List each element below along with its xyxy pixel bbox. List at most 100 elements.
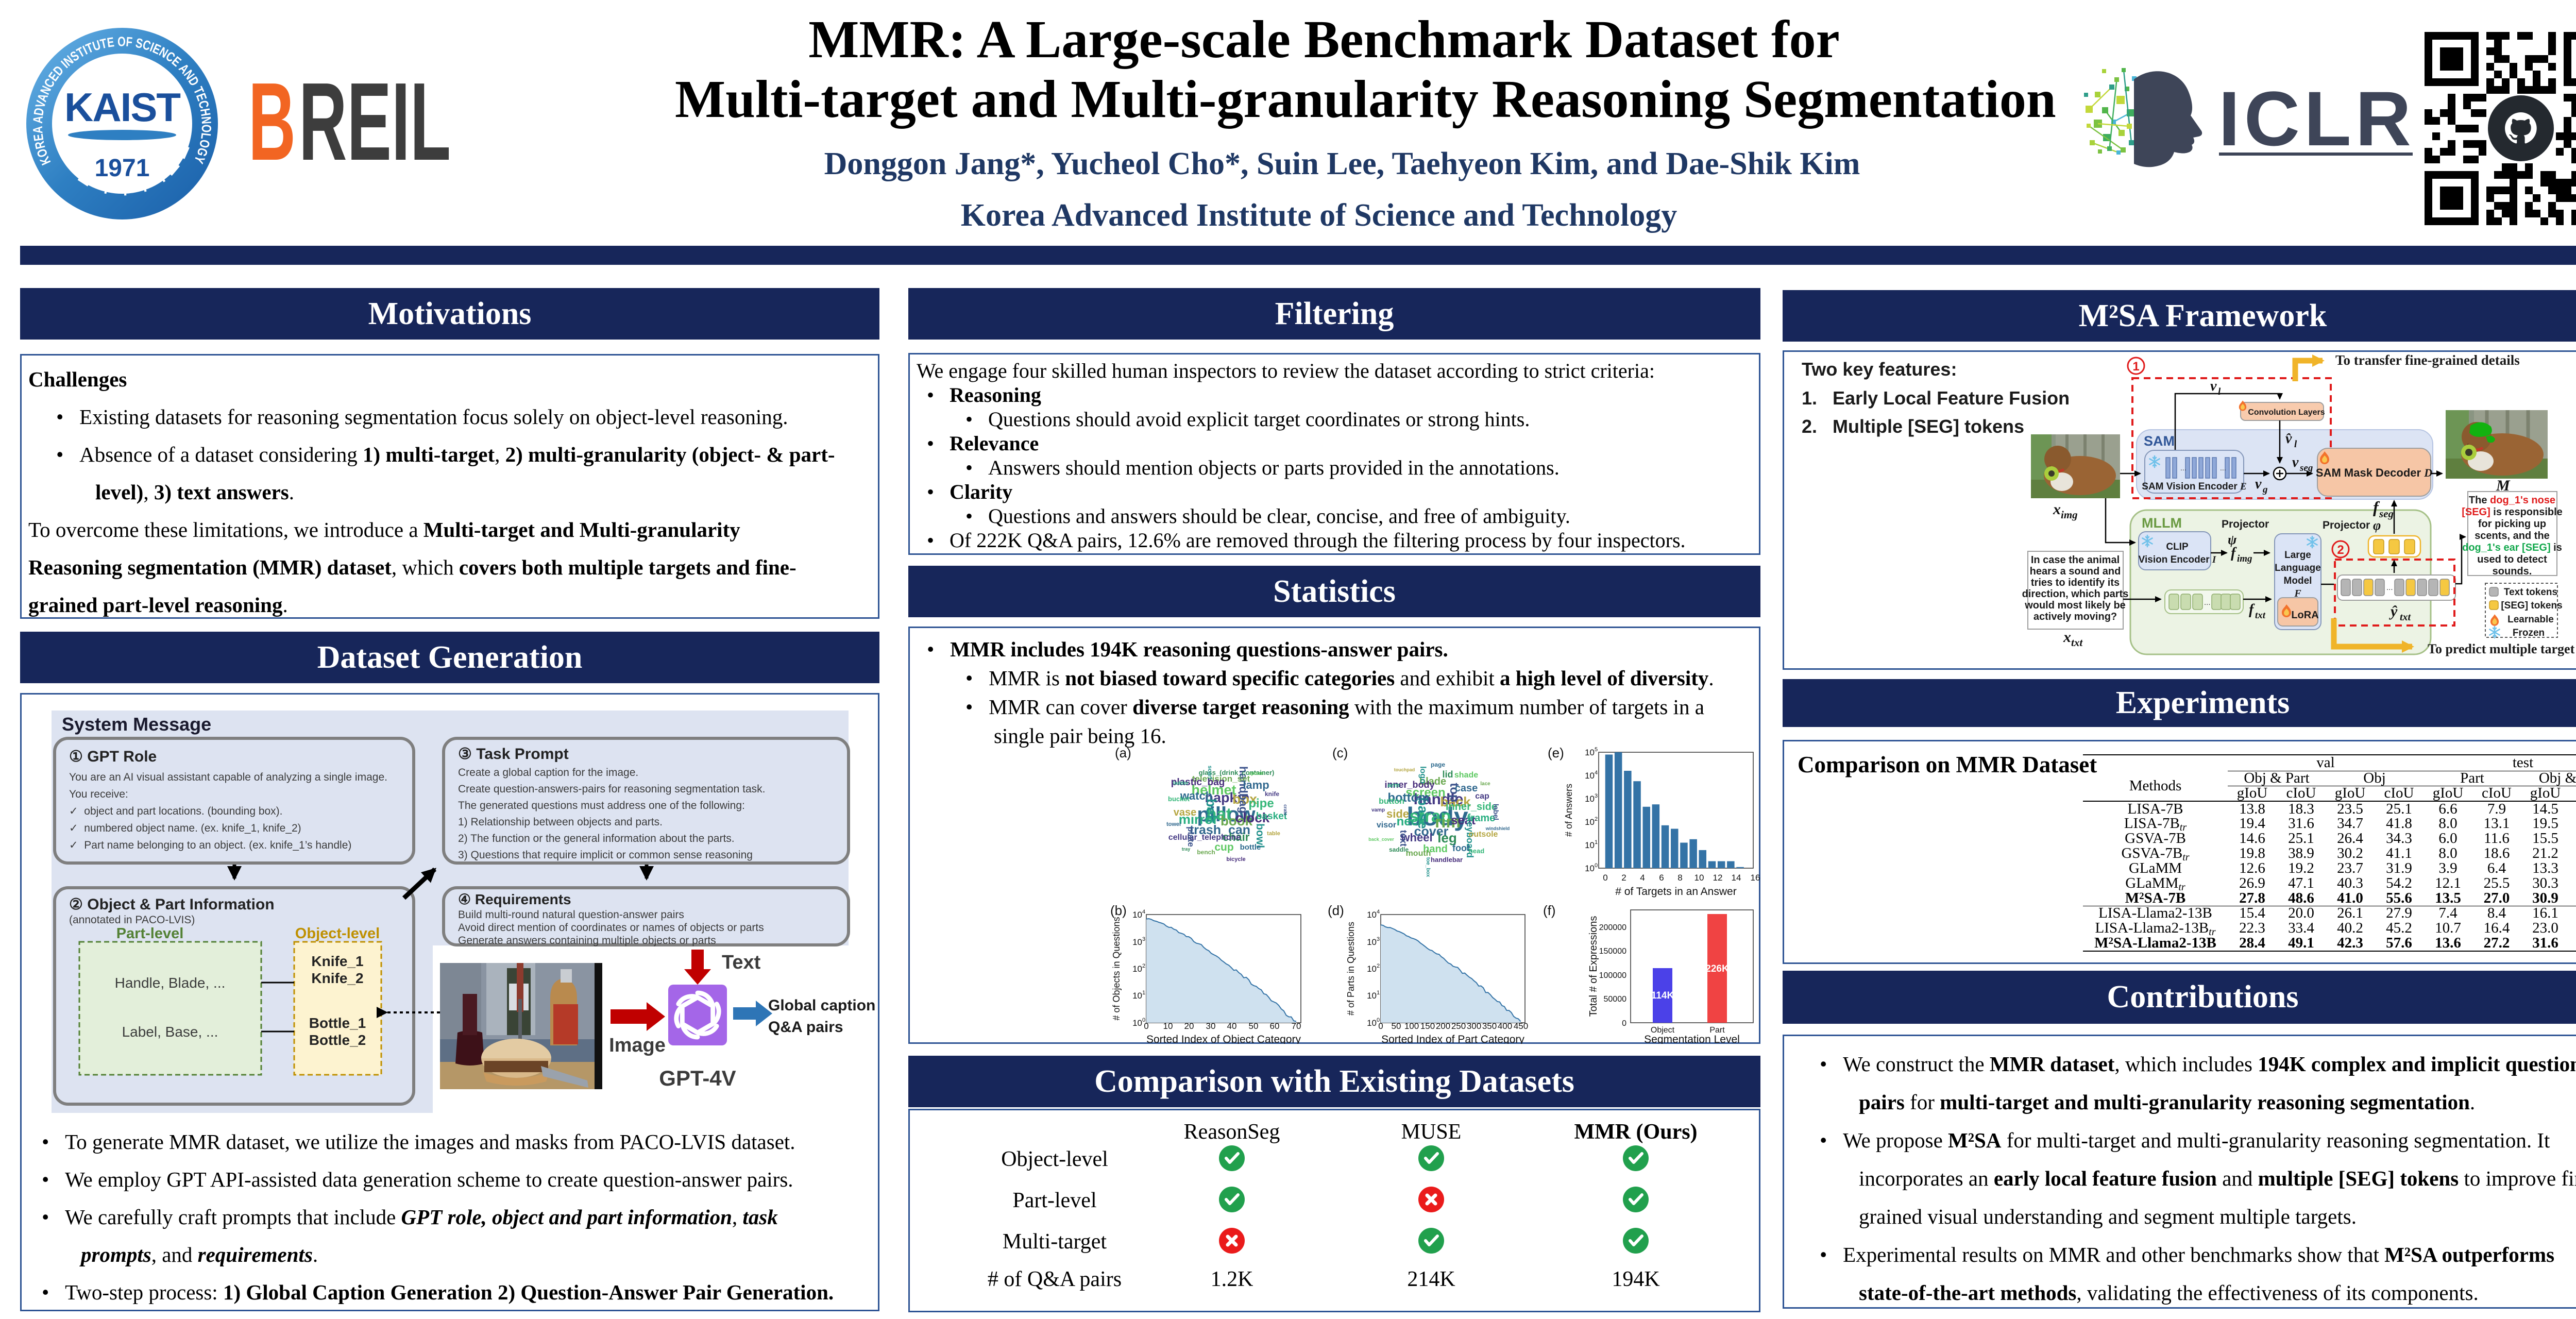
svg-text:f: f <box>2373 498 2380 516</box>
svg-text:114K: 114K <box>1651 990 1674 1001</box>
svg-text:cap: cap <box>1475 792 1489 801</box>
svg-text:50: 50 <box>1249 1021 1259 1031</box>
svg-text:helmet: helmet <box>1191 782 1236 798</box>
svg-text:hears a sound and: hears a sound and <box>2030 566 2121 577</box>
svg-text:ReasonSeg: ReasonSeg <box>1184 1120 1280 1144</box>
svg-text:(annotated in PACO-LVIS): (annotated in PACO-LVIS) <box>69 914 195 926</box>
svg-text:cup: cup <box>1214 841 1233 853</box>
svg-text:box: box <box>1232 791 1257 807</box>
svg-text:1) Relationship between object: 1) Relationship between objects and part… <box>458 816 663 828</box>
svg-text:hand: hand <box>1423 843 1448 855</box>
svg-text:2) The function or the general: 2) The function or the general informati… <box>458 833 735 844</box>
svg-text:Sorted Index of Part Category: Sorted Index of Part Category <box>1381 1034 1524 1044</box>
svg-text:Build multi-round natural ques: Build multi-round natural question-answe… <box>458 909 684 921</box>
svg-text:head: head <box>1469 847 1484 855</box>
svg-text:Knife_1: Knife_1 <box>311 953 363 969</box>
svg-text:side: side <box>1386 807 1409 820</box>
svg-text:350: 350 <box>1482 1021 1497 1031</box>
svg-text:GPT-4V: GPT-4V <box>659 1066 736 1090</box>
svg-text:Convolution Layers: Convolution Layers <box>2248 408 2325 417</box>
svg-text:Projector: Projector <box>2222 518 2269 530</box>
svg-text:text: text <box>1398 830 1409 847</box>
svg-text:Q&A pairs: Q&A pairs <box>768 1019 843 1036</box>
svg-text:(d): (d) <box>1328 903 1344 918</box>
svg-text:glass_(drink_container): glass_(drink_container) <box>1199 769 1275 776</box>
svg-text:spoon: spoon <box>1248 771 1264 776</box>
svg-text:14: 14 <box>1732 873 1741 883</box>
svg-text:Text tokens: Text tokens <box>2504 587 2557 598</box>
svg-text:2. Multiple [SEG] tokens: 2. Multiple [SEG] tokens <box>1802 416 2024 437</box>
svg-text:Global caption: Global caption <box>768 997 875 1014</box>
svg-text:frame: frame <box>1467 813 1495 824</box>
svg-text:Object: Object <box>1651 1026 1675 1035</box>
svg-text:logo: logo <box>1418 766 1427 784</box>
svg-text:...: ... <box>2220 464 2226 472</box>
svg-text:194K: 194K <box>1612 1267 1659 1291</box>
svg-text:watch: watch <box>1180 789 1212 802</box>
svg-text:0: 0 <box>1377 1017 1380 1023</box>
svg-text:Projector: Projector <box>2323 519 2370 531</box>
svg-text:top: top <box>1447 783 1461 802</box>
svg-text:body: body <box>1406 802 1468 831</box>
svg-text:1.2K: 1.2K <box>1211 1267 1253 1291</box>
svg-text:[SEG] tokens: [SEG] tokens <box>2501 600 2562 611</box>
svg-text:✓ Part name belonging to an o: ✓ Part name belonging to an object. (ex.… <box>69 839 351 851</box>
svg-text:MLLM: MLLM <box>2142 515 2182 531</box>
svg-text:chair: chair <box>1223 831 1250 843</box>
svg-text:seg: seg <box>2299 463 2313 474</box>
svg-text:5: 5 <box>1595 747 1598 753</box>
svg-text:0: 0 <box>1144 1021 1148 1031</box>
svg-text:Knife_2: Knife_2 <box>311 970 363 986</box>
svg-text:trash_can: trash_can <box>1190 823 1250 837</box>
svg-text:2: 2 <box>1377 963 1380 969</box>
svg-text:label: label <box>1492 804 1500 820</box>
svg-text:ICLR: ICLR <box>2218 75 2415 162</box>
svg-text:0: 0 <box>1603 873 1607 883</box>
svg-text:img: img <box>2061 509 2078 521</box>
svg-text:200: 200 <box>1436 1021 1450 1031</box>
svg-text:① GPT Role: ① GPT Role <box>69 748 157 765</box>
svg-text:(b): (b) <box>1110 903 1127 918</box>
svg-text:Handle, Blade, ...: Handle, Blade, ... <box>115 975 226 991</box>
svg-text:...: ... <box>2180 464 2187 472</box>
svg-text:Vision Encoder I: Vision Encoder I <box>2139 554 2216 565</box>
svg-text:v̂: v̂ <box>2285 431 2292 447</box>
svg-text:(e): (e) <box>1548 745 1564 760</box>
svg-text:MUSE: MUSE <box>1401 1120 1462 1144</box>
svg-text:book: book <box>1221 813 1253 828</box>
svg-text:napkin: napkin <box>1205 790 1249 805</box>
svg-text:would most likely be: would most likely be <box>2024 600 2126 611</box>
svg-text:Part-level: Part-level <box>1012 1189 1096 1212</box>
svg-text:toe_box: toe_box <box>1425 857 1431 877</box>
svg-text:cellular_telephone: cellular_telephone <box>1168 833 1241 842</box>
svg-text:page: page <box>1431 761 1445 768</box>
svg-text:belt: belt <box>1204 799 1219 823</box>
svg-text:10: 10 <box>1132 1018 1142 1028</box>
svg-text:...: ... <box>2386 583 2393 592</box>
svg-text:To transfer fine-grained detai: To transfer fine-grained details <box>2335 352 2520 368</box>
svg-text:seg: seg <box>2379 508 2394 520</box>
svg-text:φ: φ <box>2373 518 2381 533</box>
svg-text:✓ object and part locations.: ✓ object and part locations. (bounding b… <box>69 805 283 817</box>
svg-text:back_cover: back_cover <box>1368 837 1394 842</box>
svg-text:226K: 226K <box>1705 963 1729 974</box>
svg-text:To predict multiple target mas: To predict multiple target masks <box>2428 641 2576 656</box>
svg-text:10: 10 <box>1367 937 1377 947</box>
svg-text:10: 10 <box>1163 1021 1173 1031</box>
svg-text:REIL: REIL <box>299 77 451 165</box>
svg-text:g: g <box>2262 484 2268 495</box>
svg-text:10: 10 <box>1367 910 1377 920</box>
svg-text:lace: lace <box>1480 781 1490 787</box>
svg-text:crate: crate <box>1283 804 1288 816</box>
svg-text:cover: cover <box>1414 824 1449 839</box>
svg-text:bottom: bottom <box>1387 791 1429 805</box>
svg-text:[SEG] is responsible: [SEG] is responsible <box>2462 506 2563 518</box>
svg-text:8: 8 <box>1677 873 1682 883</box>
svg-text:screen: screen <box>1405 786 1445 800</box>
svg-text:# of Parts in Questions: # of Parts in Questions <box>1346 922 1356 1016</box>
svg-text:SAM Mask Decoder D: SAM Mask Decoder D <box>2316 466 2432 479</box>
svg-text:handlebar: handlebar <box>1431 856 1463 864</box>
svg-text:SAM Vision Encoder E: SAM Vision Encoder E <box>2142 481 2246 492</box>
svg-text:Object-level: Object-level <box>295 925 380 942</box>
svg-text:40: 40 <box>1227 1021 1237 1031</box>
